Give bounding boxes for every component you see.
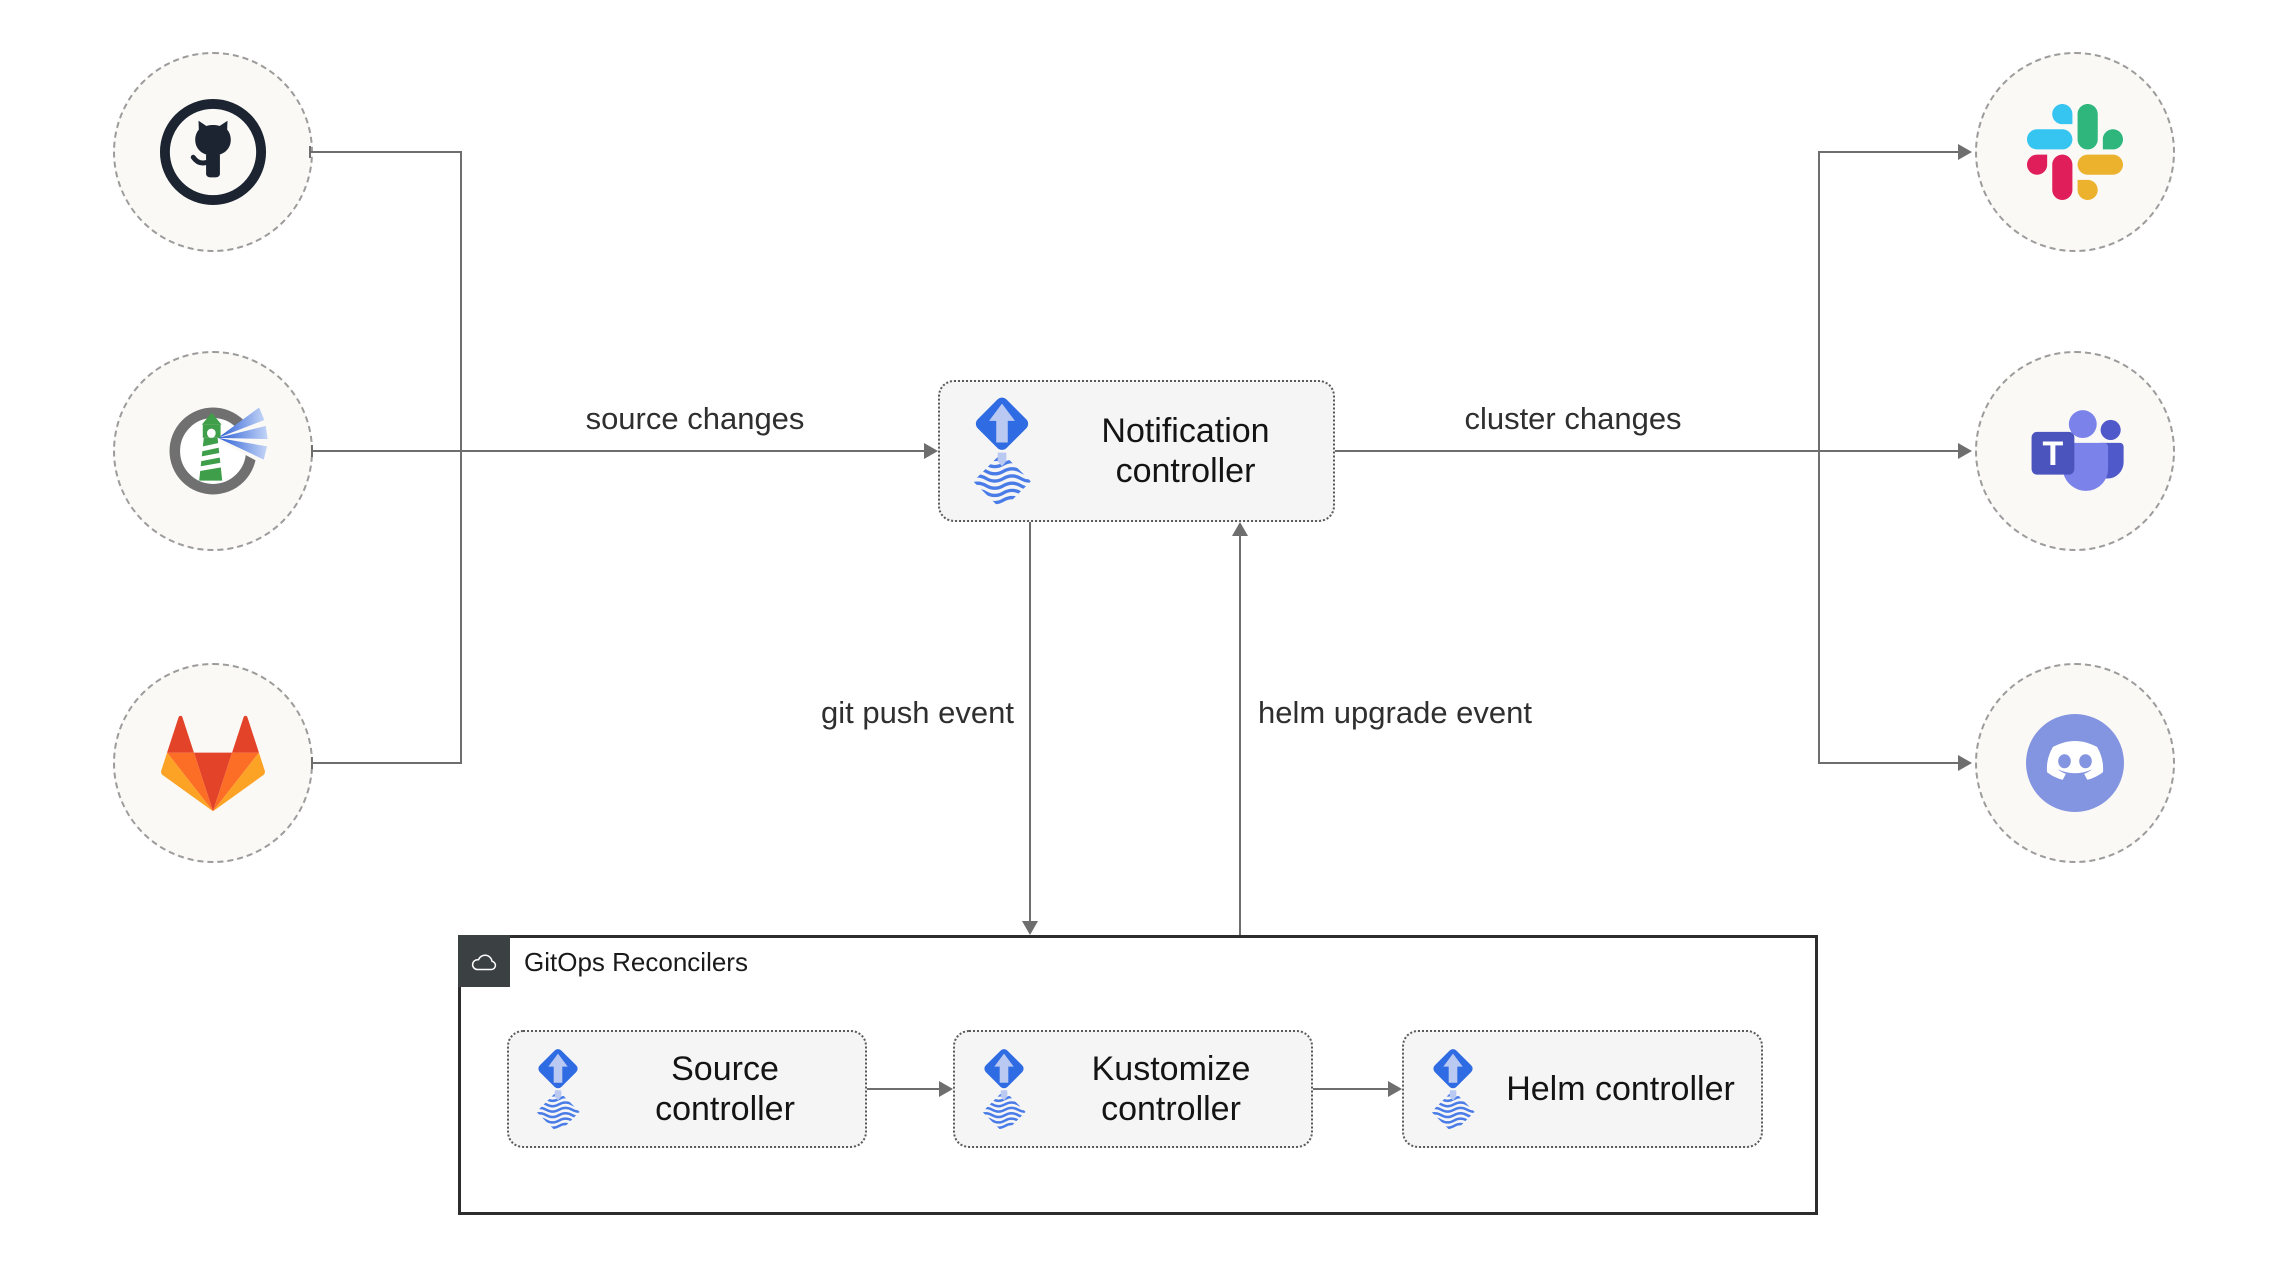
group-badge — [458, 935, 510, 987]
node-slack — [1975, 52, 2175, 252]
microsoft-teams-icon: T — [2031, 410, 2124, 491]
edge-git-push-line — [1029, 522, 1031, 921]
flux-icon — [966, 392, 1038, 511]
edge-helm-upgrade-line — [1239, 536, 1241, 935]
node-harbor — [113, 351, 313, 551]
edge-gitlab-stub — [312, 762, 462, 764]
node-discord — [1975, 663, 2175, 863]
edge-cluster-changes-line — [1335, 450, 1819, 452]
node-source-controller: Source controller — [507, 1030, 867, 1148]
edge-kustomize-to-helm — [1313, 1088, 1388, 1090]
cloud-icon — [471, 954, 497, 971]
arrowhead-into-notification-bottom — [1232, 522, 1248, 536]
kustomize-controller-label: Kustomize controller — [1091, 1050, 1251, 1128]
node-teams: T — [1975, 351, 2175, 551]
edge-label-cluster-changes: cluster changes — [1464, 401, 1682, 436]
arrowhead-into-notification — [924, 443, 938, 459]
arrowhead-into-kustomize — [939, 1081, 953, 1097]
harbor-lighthouse-icon — [169, 407, 269, 495]
node-github — [113, 52, 313, 252]
flux-icon — [1426, 1045, 1480, 1134]
node-gitlab — [113, 663, 313, 863]
notification-controller-label: Notification controller — [1101, 412, 1270, 490]
arrowhead-into-slack — [1958, 144, 1972, 160]
github-icon — [159, 98, 267, 206]
slack-icon — [2027, 104, 2123, 200]
gitlab-icon — [161, 715, 265, 812]
edge-label-git-push: git push event — [820, 695, 1014, 730]
flux-icon — [977, 1045, 1031, 1134]
arrowhead-into-teams — [1958, 443, 1972, 459]
edge-slack-arm — [1819, 151, 1958, 153]
arrowhead-into-discord — [1958, 755, 1972, 771]
discord-icon — [2026, 714, 2124, 812]
edge-label-source-changes: source changes — [585, 401, 805, 436]
edge-teams-arm — [1819, 450, 1958, 452]
group-label: GitOps Reconcilers — [524, 947, 748, 977]
arrowhead-into-helm — [1388, 1081, 1402, 1097]
arrowhead-into-group — [1022, 921, 1038, 935]
teams-letter: T — [2043, 435, 2064, 473]
node-kustomize-controller: Kustomize controller — [953, 1030, 1313, 1148]
flux-icon — [531, 1045, 585, 1134]
helm-controller-label: Helm controller — [1506, 1070, 1735, 1108]
source-controller-label: Source controller — [655, 1050, 795, 1128]
edge-source-to-kustomize — [867, 1088, 939, 1090]
edge-source-changes-line — [312, 450, 924, 452]
edge-right-bus — [1818, 151, 1820, 764]
node-helm-controller: Helm controller — [1402, 1030, 1763, 1148]
edge-discord-arm — [1819, 762, 1958, 764]
edge-label-helm-upgrade: helm upgrade event — [1258, 695, 1533, 730]
node-notification-controller: Notification controller — [938, 380, 1335, 522]
edge-left-bus — [460, 151, 462, 764]
edge-github-stub — [310, 151, 462, 153]
